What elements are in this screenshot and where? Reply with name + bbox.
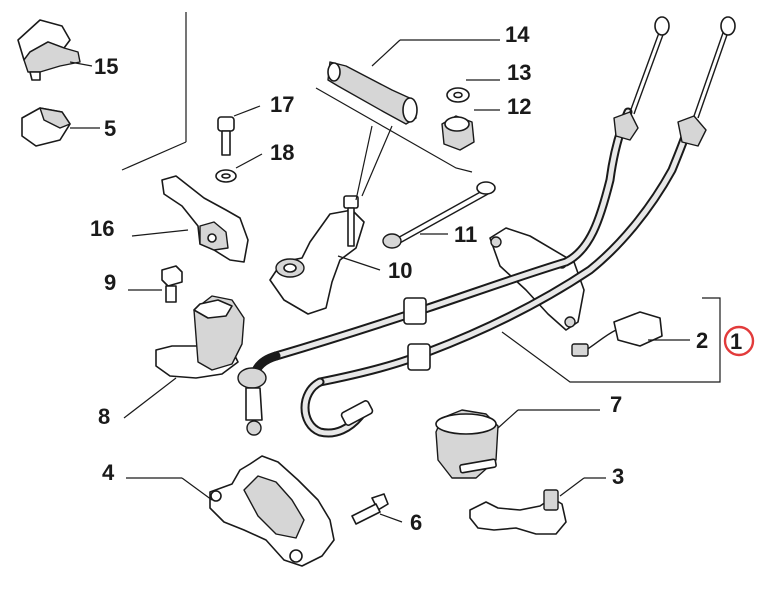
label-17[interactable]: 17	[270, 92, 294, 117]
part-13-washer[interactable]	[446, 79, 500, 103]
inset-frame	[121, 12, 187, 171]
part-5-clip[interactable]	[21, 107, 100, 147]
part-16-bracket[interactable]	[131, 175, 249, 263]
label-9[interactable]: 9	[104, 270, 116, 295]
part-8-support[interactable]	[123, 295, 245, 419]
part-14-pin[interactable]	[327, 39, 500, 125]
part-6-bolt[interactable]	[351, 493, 403, 525]
label-1[interactable]: 1	[730, 329, 742, 354]
label-2[interactable]: 2	[696, 328, 708, 353]
label-5[interactable]: 5	[104, 116, 116, 141]
part-4-bracket[interactable]	[126, 455, 335, 567]
part-1-cable-assembly[interactable]	[237, 16, 736, 438]
label-18[interactable]: 18	[270, 140, 294, 165]
label-13[interactable]: 13	[507, 60, 531, 85]
part-14-leader-frame	[315, 87, 473, 173]
label-10[interactable]: 10	[388, 258, 412, 283]
part-11-rod[interactable]	[382, 181, 496, 249]
part-7-boot[interactable]	[435, 409, 600, 479]
label-6[interactable]: 6	[410, 510, 422, 535]
label-15[interactable]: 15	[94, 54, 118, 79]
label-1-highlight-ring	[723, 325, 755, 357]
part-17-bolt[interactable]	[217, 105, 261, 156]
label-16[interactable]: 16	[90, 216, 114, 241]
label-1-leader	[501, 297, 721, 383]
label-4[interactable]: 4	[102, 460, 115, 485]
part-12-nut[interactable]	[441, 109, 500, 151]
label-11[interactable]: 11	[454, 222, 477, 247]
part-10-lever[interactable]	[269, 125, 393, 315]
part-15-clip[interactable]	[17, 19, 93, 81]
label-8[interactable]: 8	[98, 404, 110, 429]
label-14[interactable]: 14	[505, 22, 530, 47]
label-7[interactable]: 7	[610, 392, 622, 417]
label-12[interactable]: 12	[507, 94, 531, 119]
part-18-washer[interactable]	[215, 153, 263, 183]
part-2-switch[interactable]	[571, 311, 690, 357]
part-9-bolt[interactable]	[128, 265, 183, 303]
part-3-clip[interactable]	[469, 477, 606, 535]
label-3[interactable]: 3	[612, 464, 624, 489]
